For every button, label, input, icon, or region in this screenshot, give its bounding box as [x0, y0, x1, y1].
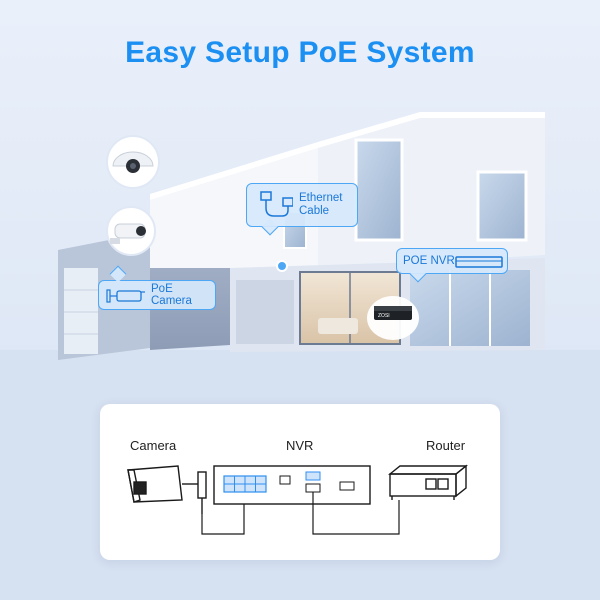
lan-port: [305, 471, 321, 481]
diagram-nvr: [213, 465, 371, 505]
upper-window-center: [354, 138, 404, 242]
nvr-brand-label: ZOSI: [378, 313, 390, 319]
garage-door: [64, 268, 98, 354]
camera-to-nvr-cable: [201, 504, 245, 535]
ethernet-cable-callout: Ethernet Cable: [246, 183, 358, 227]
camera-icon: [106, 289, 145, 303]
lower-glass-wall: [410, 270, 530, 346]
poe-camera-label: PoE Camera: [151, 283, 192, 307]
poe-camera-callout: PoE Camera: [98, 280, 216, 310]
nvr-icon: [455, 256, 503, 268]
camera-label: Camera: [130, 438, 177, 453]
diagram-router: [388, 464, 468, 500]
upper-wall-left: [150, 148, 318, 268]
diagram-camera: [127, 465, 207, 514]
router-label: Router: [426, 438, 466, 453]
upper-window-right: [476, 170, 528, 242]
nvr-device-photo: ZOSI: [367, 296, 419, 340]
bullet-camera-photo: [106, 206, 156, 256]
lower-side-wall: [236, 280, 294, 344]
nvr-label: NVR: [286, 438, 314, 453]
connection-diagram: Camera NVR Router: [100, 404, 500, 560]
sofa: [318, 318, 358, 334]
ethernet-point: [276, 260, 288, 272]
poe-nvr-label: POE NVR: [403, 255, 455, 267]
diagram-drawing: [127, 464, 468, 535]
dome-camera-photo: [106, 135, 160, 189]
ethernet-cable-label: Ethernet Cable: [299, 192, 343, 217]
page-title: Easy Setup PoE System: [125, 36, 475, 69]
nvr-to-router-cable: [312, 492, 400, 535]
ethernet-cable-icon: [260, 191, 293, 217]
